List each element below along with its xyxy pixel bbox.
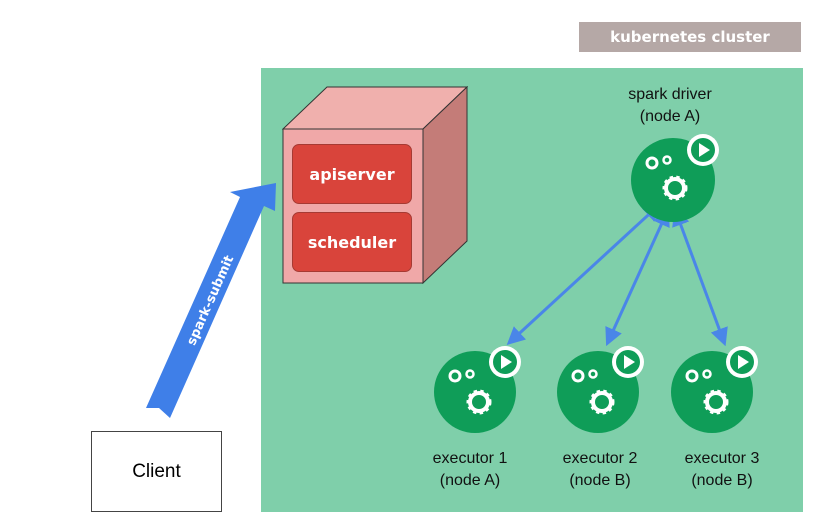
executor2-label-line2: (node B) bbox=[569, 472, 631, 489]
executor3-label-line2: (node B) bbox=[691, 472, 753, 489]
executor2-icon bbox=[557, 346, 644, 433]
executor1-icon bbox=[434, 346, 521, 433]
executor1-label-line1: executor 1 bbox=[432, 450, 508, 467]
executor3-label: executor 3 (node B) bbox=[652, 448, 792, 492]
executor3-icon bbox=[671, 346, 758, 433]
scheduler-component: scheduler bbox=[292, 212, 412, 272]
apiserver-component: apiserver bbox=[292, 144, 412, 204]
executor2-label: executor 2 (node B) bbox=[530, 448, 670, 492]
client-box: Client bbox=[91, 431, 222, 512]
spark-submit-arrow bbox=[146, 183, 276, 418]
driver-label-line1: spark driver bbox=[628, 86, 712, 103]
executor2-label-line1: executor 2 bbox=[562, 450, 638, 467]
executor3-label-line1: executor 3 bbox=[684, 450, 760, 467]
spark-driver-icon bbox=[631, 134, 719, 222]
driver-label: spark driver (node A) bbox=[600, 84, 740, 128]
connection-driver-executor1 bbox=[506, 202, 662, 346]
cluster-label: kubernetes cluster bbox=[579, 22, 801, 52]
driver-label-line2: (node A) bbox=[639, 108, 701, 125]
connection-driver-executor2 bbox=[605, 207, 670, 347]
executor1-label: executor 1 (node A) bbox=[400, 448, 540, 492]
connection-driver-executor3 bbox=[672, 207, 728, 347]
executor1-label-line2: (node A) bbox=[439, 472, 501, 489]
